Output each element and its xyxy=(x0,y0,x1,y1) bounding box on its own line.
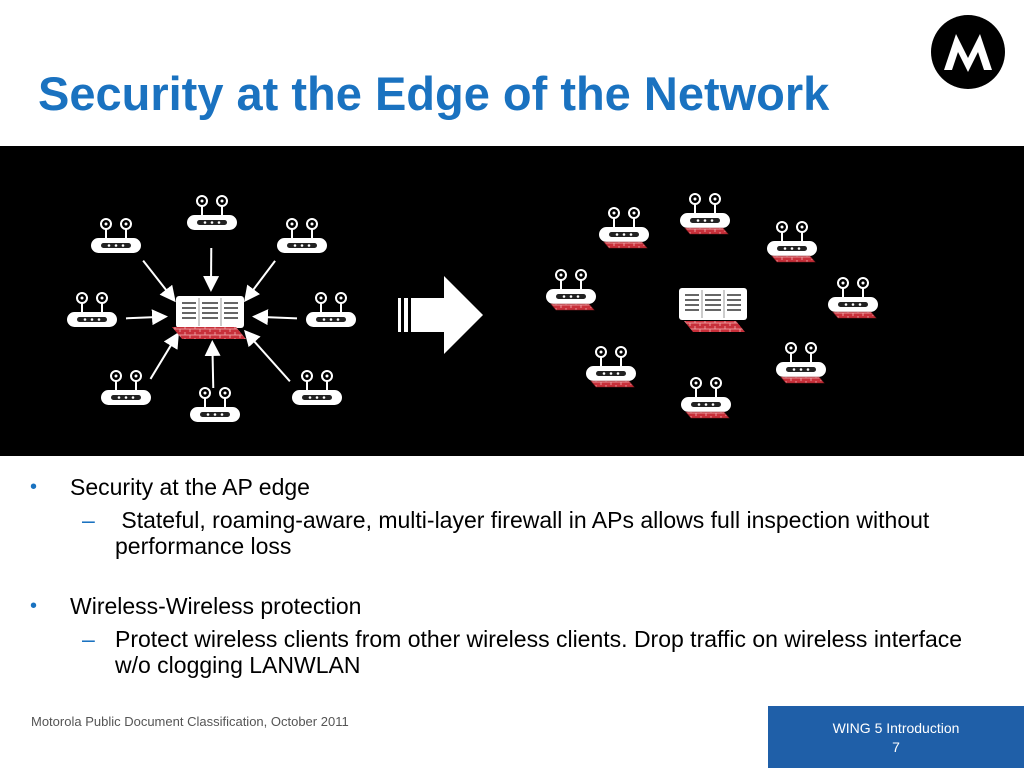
traffic-arrow xyxy=(251,309,298,326)
page-number: 7 xyxy=(892,739,900,755)
firewall-icon xyxy=(780,376,825,384)
bullet-list: • Security at the AP edge – Stateful, ro… xyxy=(30,474,1000,678)
access-point-icon xyxy=(100,370,152,406)
access-point-icon xyxy=(545,269,597,305)
bullet-marker: • xyxy=(30,476,38,498)
traffic-arrow xyxy=(244,260,276,303)
firewall-icon xyxy=(684,321,745,332)
access-point-icon xyxy=(680,377,732,413)
firewall-icon xyxy=(832,311,877,319)
traffic-arrow xyxy=(149,332,179,380)
right-arrow-icon xyxy=(398,276,483,354)
firewall-icon xyxy=(684,227,729,235)
firewall-icon xyxy=(771,255,816,263)
firewall-icon xyxy=(172,327,246,339)
server-controller-icon xyxy=(678,287,748,321)
traffic-arrow xyxy=(142,260,176,303)
access-point-icon xyxy=(585,346,637,382)
bullet-text: Security at the AP edge xyxy=(70,474,310,500)
footer-classification: Motorola Public Document Classification,… xyxy=(31,714,349,729)
access-point-icon xyxy=(189,387,241,423)
sub-bullet-item: – Stateful, roaming-aware, multi-layer f… xyxy=(30,507,1000,559)
access-point-icon xyxy=(276,218,328,254)
access-point-icon xyxy=(598,207,650,243)
access-point-icon xyxy=(775,342,827,378)
footer-title: WING 5 Introduction xyxy=(832,720,960,736)
sub-bullet-text: Stateful, roaming-aware, multi-layer fir… xyxy=(115,507,936,559)
traffic-arrow xyxy=(204,339,221,389)
traffic-arrow xyxy=(244,329,291,382)
bullet-item: • Wireless-Wireless protection xyxy=(30,593,1000,620)
access-point-icon xyxy=(766,221,818,257)
access-point-icon xyxy=(90,218,142,254)
firewall-icon xyxy=(603,241,648,249)
footer-box: WING 5 Introduction 7 xyxy=(768,706,1024,768)
access-point-icon xyxy=(827,277,879,313)
sub-bullet-item: – Protect wireless clients from other wi… xyxy=(30,626,1000,678)
access-point-icon xyxy=(291,370,343,406)
firewall-icon xyxy=(550,303,595,311)
dash-marker: – xyxy=(82,507,95,533)
access-point-icon xyxy=(679,193,731,229)
access-point-icon xyxy=(305,292,357,328)
motorola-logo-icon xyxy=(930,14,1006,90)
firewall-icon xyxy=(685,411,730,419)
slide-title: Security at the Edge of the Network xyxy=(38,67,830,120)
dash-marker: – xyxy=(82,626,95,652)
bullet-item: • Security at the AP edge xyxy=(30,474,1000,501)
network-diagram xyxy=(0,146,1024,456)
bullet-marker: • xyxy=(30,595,38,617)
server-controller-icon xyxy=(175,295,245,329)
sub-bullet-text: Protect wireless clients from other wire… xyxy=(115,626,963,678)
traffic-arrow xyxy=(125,309,169,326)
firewall-icon xyxy=(590,380,635,388)
bullet-text: Wireless-Wireless protection xyxy=(70,593,362,619)
access-point-icon xyxy=(186,195,238,231)
access-point-icon xyxy=(66,292,118,328)
